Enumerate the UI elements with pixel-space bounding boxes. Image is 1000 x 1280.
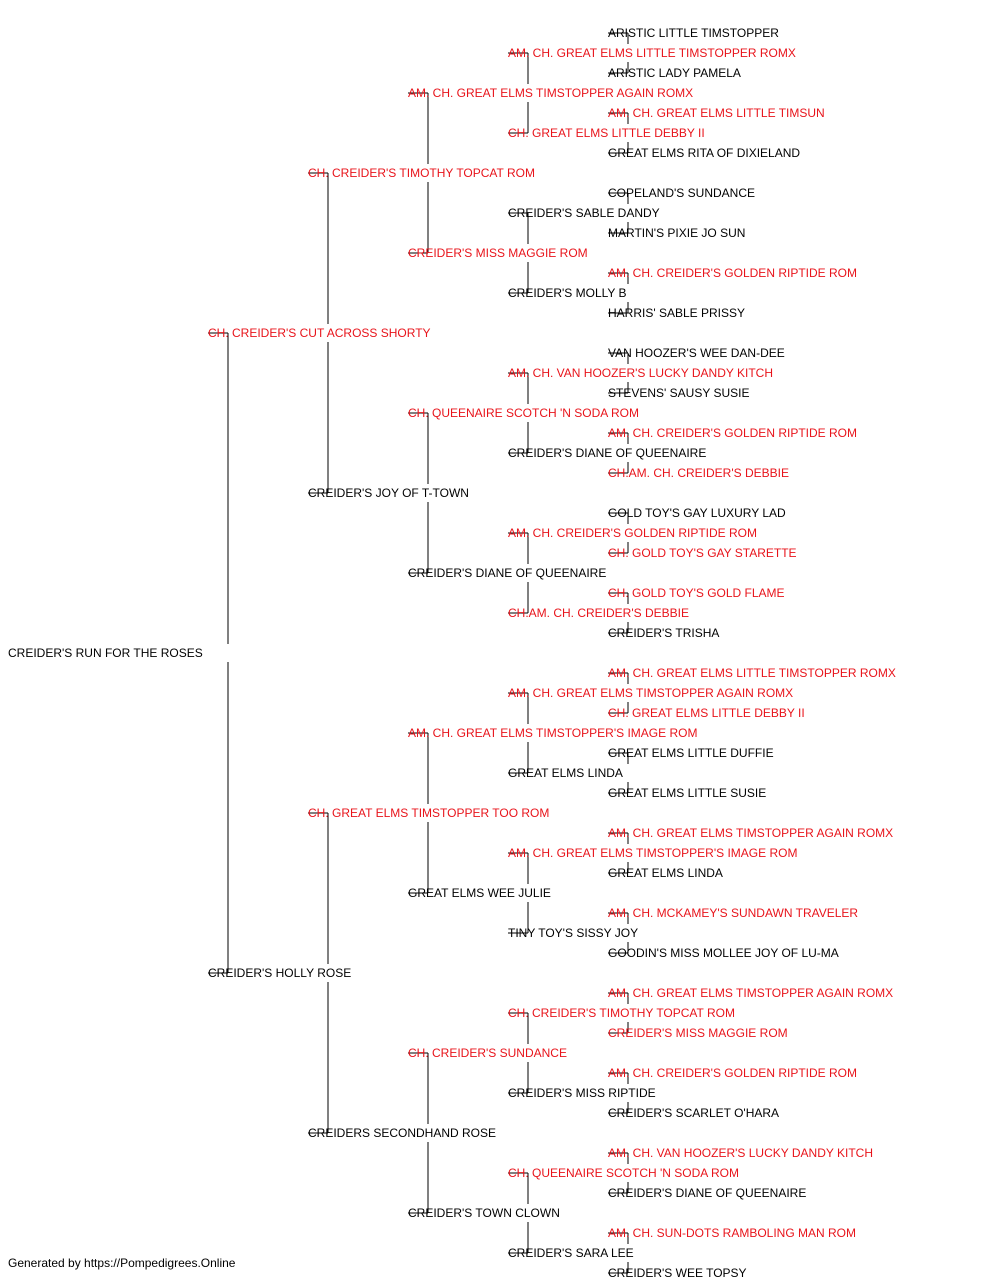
pedigree-name: GOLD TOY'S GAY LUXURY LAD bbox=[608, 506, 786, 520]
pedigree-name: CH.AM. CH. CREIDER'S DEBBIE bbox=[608, 466, 789, 480]
pedigree-name: CREIDER'S SCARLET O'HARA bbox=[608, 1106, 779, 1120]
pedigree-name: CREIDER'S MOLLY B bbox=[508, 286, 627, 300]
pedigree-name: AM. CH. GREAT ELMS LITTLE TIMSUN bbox=[608, 106, 825, 120]
pedigree-name: CH. CREIDER'S SUNDANCE bbox=[408, 1046, 567, 1060]
pedigree-name: CH. CREIDER'S TIMOTHY TOPCAT ROM bbox=[508, 1006, 735, 1020]
pedigree-name: CREIDER'S SARA LEE bbox=[508, 1246, 634, 1260]
pedigree-name: AM. CH. VAN HOOZER'S LUCKY DANDY KITCH bbox=[508, 366, 773, 380]
pedigree-connector-lines bbox=[208, 32, 629, 1274]
pedigree-name: ARISTIC LADY PAMELA bbox=[608, 66, 741, 80]
pedigree-name: VAN HOOZER'S WEE DAN-DEE bbox=[608, 346, 785, 360]
pedigree-name: CH. GREAT ELMS LITTLE DEBBY II bbox=[608, 706, 805, 720]
pedigree-name: AM. CH. GREAT ELMS TIMSTOPPER AGAIN ROMX bbox=[408, 86, 693, 100]
pedigree-name: AM. CH. GREAT ELMS TIMSTOPPER AGAIN ROMX bbox=[608, 826, 893, 840]
pedigree-name: CREIDER'S DIANE OF QUEENAIRE bbox=[408, 566, 606, 580]
pedigree-name: GREAT ELMS LITTLE SUSIE bbox=[608, 786, 766, 800]
pedigree-name: HARRIS' SABLE PRISSY bbox=[608, 306, 745, 320]
pedigree-name: AM. CH. GREAT ELMS TIMSTOPPER'S IMAGE RO… bbox=[408, 726, 697, 740]
pedigree-name: AM. CH. GREAT ELMS LITTLE TIMSTOPPER ROM… bbox=[608, 666, 896, 680]
pedigree-name: GREAT ELMS LINDA bbox=[608, 866, 723, 880]
pedigree-name: AM. CH. VAN HOOZER'S LUCKY DANDY KITCH bbox=[608, 1146, 873, 1160]
pedigree-name: CH. CREIDER'S CUT ACROSS SHORTY bbox=[208, 326, 431, 340]
pedigree-name: AM. CH. CREIDER'S GOLDEN RIPTIDE ROM bbox=[608, 426, 857, 440]
pedigree-name: CREIDER'S HOLLY ROSE bbox=[208, 966, 351, 980]
pedigree-name: AM. CH. MCKAMEY'S SUNDAWN TRAVELER bbox=[608, 906, 858, 920]
pedigree-name: COPELAND'S SUNDANCE bbox=[608, 186, 755, 200]
pedigree-name: CH. GREAT ELMS LITTLE DEBBY II bbox=[508, 126, 705, 140]
pedigree-name: CREIDER'S MISS MAGGIE ROM bbox=[408, 246, 588, 260]
pedigree-name: CREIDER'S WEE TOPSY bbox=[608, 1266, 747, 1280]
pedigree-name: CREIDER'S JOY OF T-TOWN bbox=[308, 486, 469, 500]
pedigree-name: CH. QUEENAIRE SCOTCH 'N SODA ROM bbox=[508, 1166, 739, 1180]
pedigree-name: AM. CH. GREAT ELMS TIMSTOPPER AGAIN ROMX bbox=[608, 986, 893, 1000]
pedigree-name: AM. CH. GREAT ELMS TIMSTOPPER'S IMAGE RO… bbox=[508, 846, 797, 860]
pedigree-name: AM. CH. GREAT ELMS LITTLE TIMSTOPPER ROM… bbox=[508, 46, 796, 60]
pedigree-name: AM. CH. SUN-DOTS RAMBOLING MAN ROM bbox=[608, 1226, 856, 1240]
pedigree-name: CH. GOLD TOY'S GAY STARETTE bbox=[608, 546, 797, 560]
pedigree-name-labels: CREIDER'S RUN FOR THE ROSES CH. CREIDER'S… bbox=[8, 26, 896, 1280]
pedigree-name: GREAT ELMS WEE JULIE bbox=[408, 886, 551, 900]
pedigree-name: ARISTIC LITTLE TIMSTOPPER bbox=[608, 26, 779, 40]
pedigree-name: GREAT ELMS LITTLE DUFFIE bbox=[608, 746, 774, 760]
pedigree-name: AM. CH. GREAT ELMS TIMSTOPPER AGAIN ROMX bbox=[508, 686, 793, 700]
pedigree-name: AM. CH. CREIDER'S GOLDEN RIPTIDE ROM bbox=[608, 1066, 857, 1080]
pedigree-name: GOODIN'S MISS MOLLEE JOY OF LU-MA bbox=[608, 946, 839, 960]
pedigree-name: AM. CH. CREIDER'S GOLDEN RIPTIDE ROM bbox=[608, 266, 857, 280]
pedigree-name: CREIDERS SECONDHAND ROSE bbox=[308, 1126, 496, 1140]
pedigree-name: STEVENS' SAUSY SUSIE bbox=[608, 386, 749, 400]
pedigree-name: CREIDER'S DIANE OF QUEENAIRE bbox=[508, 446, 706, 460]
pedigree-name: MARTIN'S PIXIE JO SUN bbox=[608, 226, 745, 240]
pedigree-name: TINY TOY'S SISSY JOY bbox=[508, 926, 638, 940]
generated-by-footer: Generated by https://Pompedigrees.Online bbox=[8, 1256, 236, 1270]
pedigree-name: CREIDER'S MISS RIPTIDE bbox=[508, 1086, 656, 1100]
pedigree-name: AM. CH. CREIDER'S GOLDEN RIPTIDE ROM bbox=[508, 526, 757, 540]
pedigree-name: CREIDER'S TRISHA bbox=[608, 626, 719, 640]
pedigree-name: CREIDER'S RUN FOR THE ROSES bbox=[8, 646, 203, 660]
pedigree-name: CH. GOLD TOY'S GOLD FLAME bbox=[608, 586, 785, 600]
pedigree-name: CREIDER'S MISS MAGGIE ROM bbox=[608, 1026, 788, 1040]
pedigree-name: CH. GREAT ELMS TIMSTOPPER TOO ROM bbox=[308, 806, 549, 820]
pedigree-name: GREAT ELMS RITA OF DIXIELAND bbox=[608, 146, 800, 160]
pedigree-name: CH. CREIDER'S TIMOTHY TOPCAT ROM bbox=[308, 166, 535, 180]
pedigree-name: CREIDER'S TOWN CLOWN bbox=[408, 1206, 560, 1220]
pedigree-name: CREIDER'S DIANE OF QUEENAIRE bbox=[608, 1186, 806, 1200]
pedigree-name: CREIDER'S SABLE DANDY bbox=[508, 206, 660, 220]
pedigree-name: CH. QUEENAIRE SCOTCH 'N SODA ROM bbox=[408, 406, 639, 420]
pedigree-name: GREAT ELMS LINDA bbox=[508, 766, 623, 780]
pedigree-name: CH.AM. CH. CREIDER'S DEBBIE bbox=[508, 606, 689, 620]
